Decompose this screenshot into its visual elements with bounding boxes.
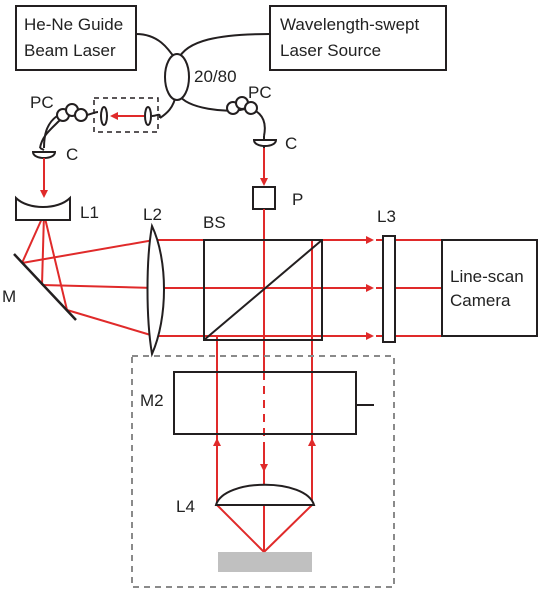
lens-l3 xyxy=(382,235,396,343)
pc-right-label: PC xyxy=(248,83,272,102)
p-label: P xyxy=(292,190,303,209)
bs-label: BS xyxy=(203,213,226,232)
polarization-controller-right xyxy=(226,96,258,115)
guide-laser-label-line1: He-Ne Guide xyxy=(24,15,123,34)
fiber-left-to-box xyxy=(86,111,99,116)
lens-l1 xyxy=(15,195,71,221)
l1-label: L1 xyxy=(80,203,99,222)
collimator-right xyxy=(252,139,278,147)
swept-source-label-line1: Wavelength-swept xyxy=(280,15,419,34)
camera-label-line1: Line-scan xyxy=(450,267,524,286)
fiber-coupler xyxy=(164,53,190,101)
fiber-left-down xyxy=(43,115,58,149)
fiber-bench-lens-right xyxy=(144,106,152,126)
lens-l4 xyxy=(214,483,316,506)
pc-left-label: PC xyxy=(30,93,54,112)
sample-arm-enclosure xyxy=(131,355,395,588)
guide-laser-label-line2: Beam Laser xyxy=(24,41,116,60)
swept-source-label-line2: Laser Source xyxy=(280,41,381,60)
collimator-left xyxy=(31,151,57,159)
swept-source-box: Wavelength-swept Laser Source xyxy=(269,5,447,71)
fiber-network xyxy=(39,33,271,151)
sample xyxy=(218,552,312,572)
l2-label: L2 xyxy=(143,205,162,224)
l4-label: L4 xyxy=(176,497,195,516)
l3-label: L3 xyxy=(377,207,396,226)
guide-laser-box: He-Ne Guide Beam Laser xyxy=(15,5,137,71)
lens-l2 xyxy=(146,222,165,358)
camera-label-line2: Camera xyxy=(450,291,511,310)
mirror-m2 xyxy=(173,371,374,435)
polarization-controller-left xyxy=(56,103,88,122)
c-left-label: C xyxy=(66,145,78,164)
m-label: M xyxy=(2,287,16,306)
c-right-label: C xyxy=(285,134,297,153)
polarizer xyxy=(252,186,276,210)
beam-splitter xyxy=(203,239,323,341)
mirror-m xyxy=(13,253,77,321)
fiber-bench-lens-left xyxy=(100,106,108,126)
coupler-ratio-label: 20/80 xyxy=(194,67,237,86)
fiber-box-to-coupler xyxy=(151,113,161,119)
camera-box: Line-scan Camera xyxy=(441,239,538,337)
m2-label: M2 xyxy=(140,391,164,410)
